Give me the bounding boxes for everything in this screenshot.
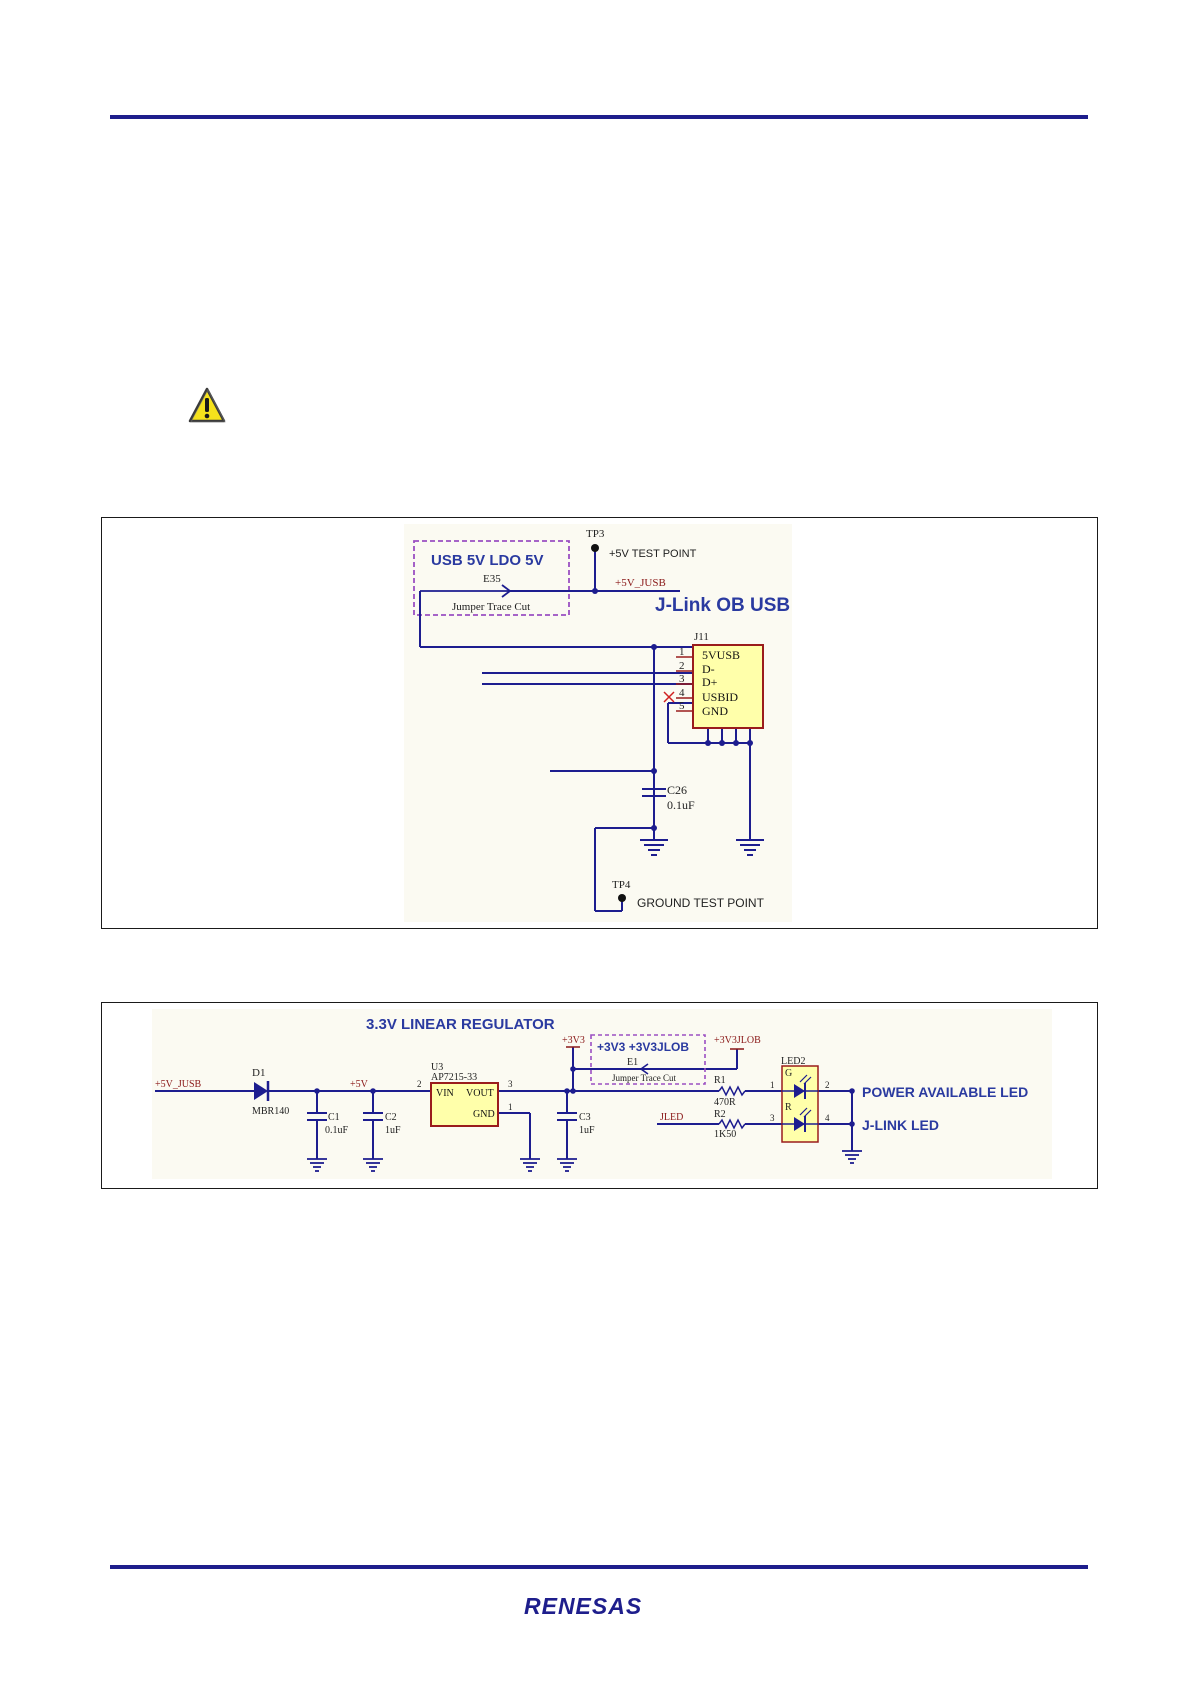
r1-ref: R1: [714, 1075, 726, 1086]
label-jlink-led: J-LINK LED: [862, 1117, 939, 1133]
svg-text:D-: D-: [702, 662, 715, 676]
svg-text:5: 5: [679, 700, 685, 712]
d1-part: MBR140: [252, 1106, 289, 1117]
c3-value: 1uF: [579, 1125, 595, 1136]
led2-ref: LED2: [781, 1056, 805, 1067]
net-label-3v3jlob: +3V3JLOB: [714, 1035, 761, 1046]
svg-text:USBID: USBID: [702, 690, 738, 704]
j11-pin-leads: [676, 656, 693, 712]
svg-text:4: 4: [679, 687, 685, 699]
tp4-pad: [618, 894, 626, 902]
tp3-pad: [591, 544, 599, 552]
footer-rule: [110, 1565, 1088, 1569]
schematic-jlink-usb: USB 5V LDO 5V E35 Jumper Trace Cut: [404, 524, 792, 922]
ground-symbol-1: [640, 828, 668, 856]
jumper-arrow-e1: [639, 1063, 649, 1075]
svg-text:D+: D+: [702, 675, 718, 689]
jumper-desc-e1: Jumper Trace Cut: [612, 1073, 676, 1083]
schematic2-junctions: [314, 1066, 855, 1127]
c26-value: 0.1uF: [667, 798, 695, 812]
tp4-label: GROUND TEST POINT: [637, 896, 765, 910]
diode-d1: [254, 1081, 270, 1101]
schematic2-grounds: [307, 1150, 862, 1172]
r2-value: 1K50: [714, 1129, 736, 1140]
ldo-jumper-group-box: [413, 540, 570, 616]
j11-pin-numbers: 1 2 3 4 5: [679, 646, 685, 712]
tp3-label: +5V TEST POINT: [609, 548, 697, 560]
resistor-r1: [718, 1085, 746, 1097]
j11-connector: [692, 644, 764, 729]
net-label-5v-jusb-2: +5V_JUSB: [155, 1079, 202, 1090]
svg-text:RENESAS: RENESAS: [524, 1593, 642, 1619]
led2-pin-1: 1: [770, 1080, 775, 1090]
svg-text:GND: GND: [702, 704, 728, 718]
u3-pin-vout: VOUT: [466, 1088, 494, 1099]
schematic1-wires: [419, 548, 751, 912]
capacitor-c3: [557, 1112, 577, 1121]
header-rule: [110, 115, 1088, 119]
schematic1-junctions: [592, 588, 753, 831]
capacitor-c2: [363, 1112, 383, 1121]
renesas-logo: RENESAS: [524, 1593, 642, 1619]
svg-text:1: 1: [679, 646, 685, 658]
u3-regulator: [430, 1082, 499, 1127]
r1-value: 470R: [714, 1097, 736, 1108]
led2-pin-2: 2: [825, 1080, 830, 1090]
ldo-group-title: USB 5V LDO 5V: [431, 552, 544, 569]
net-label-5v: +5V: [350, 1079, 369, 1090]
c26-ref: C26: [667, 783, 687, 797]
led2-label-g: G: [785, 1068, 792, 1079]
no-connect-mark: [663, 691, 675, 703]
jumper-group-title-e1: +3V3 +3V3JLOB: [597, 1040, 689, 1054]
svg-text:2: 2: [679, 660, 685, 672]
warning-triangle-icon: [188, 387, 226, 423]
schematic2-title: 3.3V LINEAR REGULATOR: [366, 1016, 555, 1033]
led-red-diode: [782, 1107, 818, 1132]
c2-value: 1uF: [385, 1125, 401, 1136]
u3-pin-gnd: GND: [473, 1109, 495, 1120]
schematic2-wires: [155, 1047, 853, 1159]
u3-pin-vin: VIN: [436, 1088, 454, 1099]
c1-ref: C1: [328, 1112, 340, 1123]
svg-text:3: 3: [679, 673, 685, 685]
d1-ref: D1: [252, 1067, 265, 1079]
c3-ref: C3: [579, 1112, 591, 1123]
tp3-ref: TP3: [586, 528, 605, 540]
led-green-diode: [782, 1074, 818, 1099]
label-power-available-led: POWER AVAILABLE LED: [862, 1084, 1028, 1100]
c1-value: 0.1uF: [325, 1125, 349, 1136]
u3-pin-num-gnd: 1: [508, 1102, 513, 1112]
led2-package: [781, 1065, 819, 1143]
net-label-5v-jusb: +5V_JUSB: [615, 577, 666, 589]
svg-text:5VUSB: 5VUSB: [702, 648, 740, 662]
jumper-desc: Jumper Trace Cut: [452, 601, 530, 613]
jumper-ref-e1: E1: [627, 1057, 638, 1068]
jumper-ref-e35: E35: [483, 573, 501, 585]
jumper-group-box-e1: [590, 1034, 706, 1085]
schematic-jlink-usb-frame: USB 5V LDO 5V E35 Jumper Trace Cut: [101, 517, 1098, 929]
j11-pin-names: 5VUSB D- D+ USBID GND: [702, 648, 740, 718]
capacitor-c26: [642, 788, 666, 797]
u3-ref: U3: [431, 1062, 443, 1073]
r2-ref: R2: [714, 1109, 726, 1120]
u3-pin-num-vout: 3: [508, 1079, 513, 1089]
schematic1-title: J-Link OB USB: [655, 595, 790, 616]
c2-ref: C2: [385, 1112, 397, 1123]
capacitor-c1: [307, 1112, 327, 1121]
u3-pin-num-vin: 2: [417, 1079, 422, 1089]
u3-part: AP7215-33: [431, 1072, 477, 1083]
tp4-ref: TP4: [612, 879, 631, 891]
led2-pin-3: 3: [770, 1113, 775, 1123]
led2-label-r: R: [785, 1102, 792, 1113]
led2-pin-4: 4: [825, 1113, 830, 1123]
j11-ref: J11: [694, 631, 709, 643]
resistor-r2: [718, 1118, 746, 1130]
schematic-regulator-frame: 3.3V LINEAR REGULATOR: [101, 1002, 1098, 1189]
net-label-3v3: +3V3: [562, 1035, 585, 1046]
ground-symbol-2: [736, 839, 764, 856]
net-label-jled: JLED: [660, 1112, 683, 1123]
schematic-regulator: 3.3V LINEAR REGULATOR: [152, 1009, 1052, 1179]
